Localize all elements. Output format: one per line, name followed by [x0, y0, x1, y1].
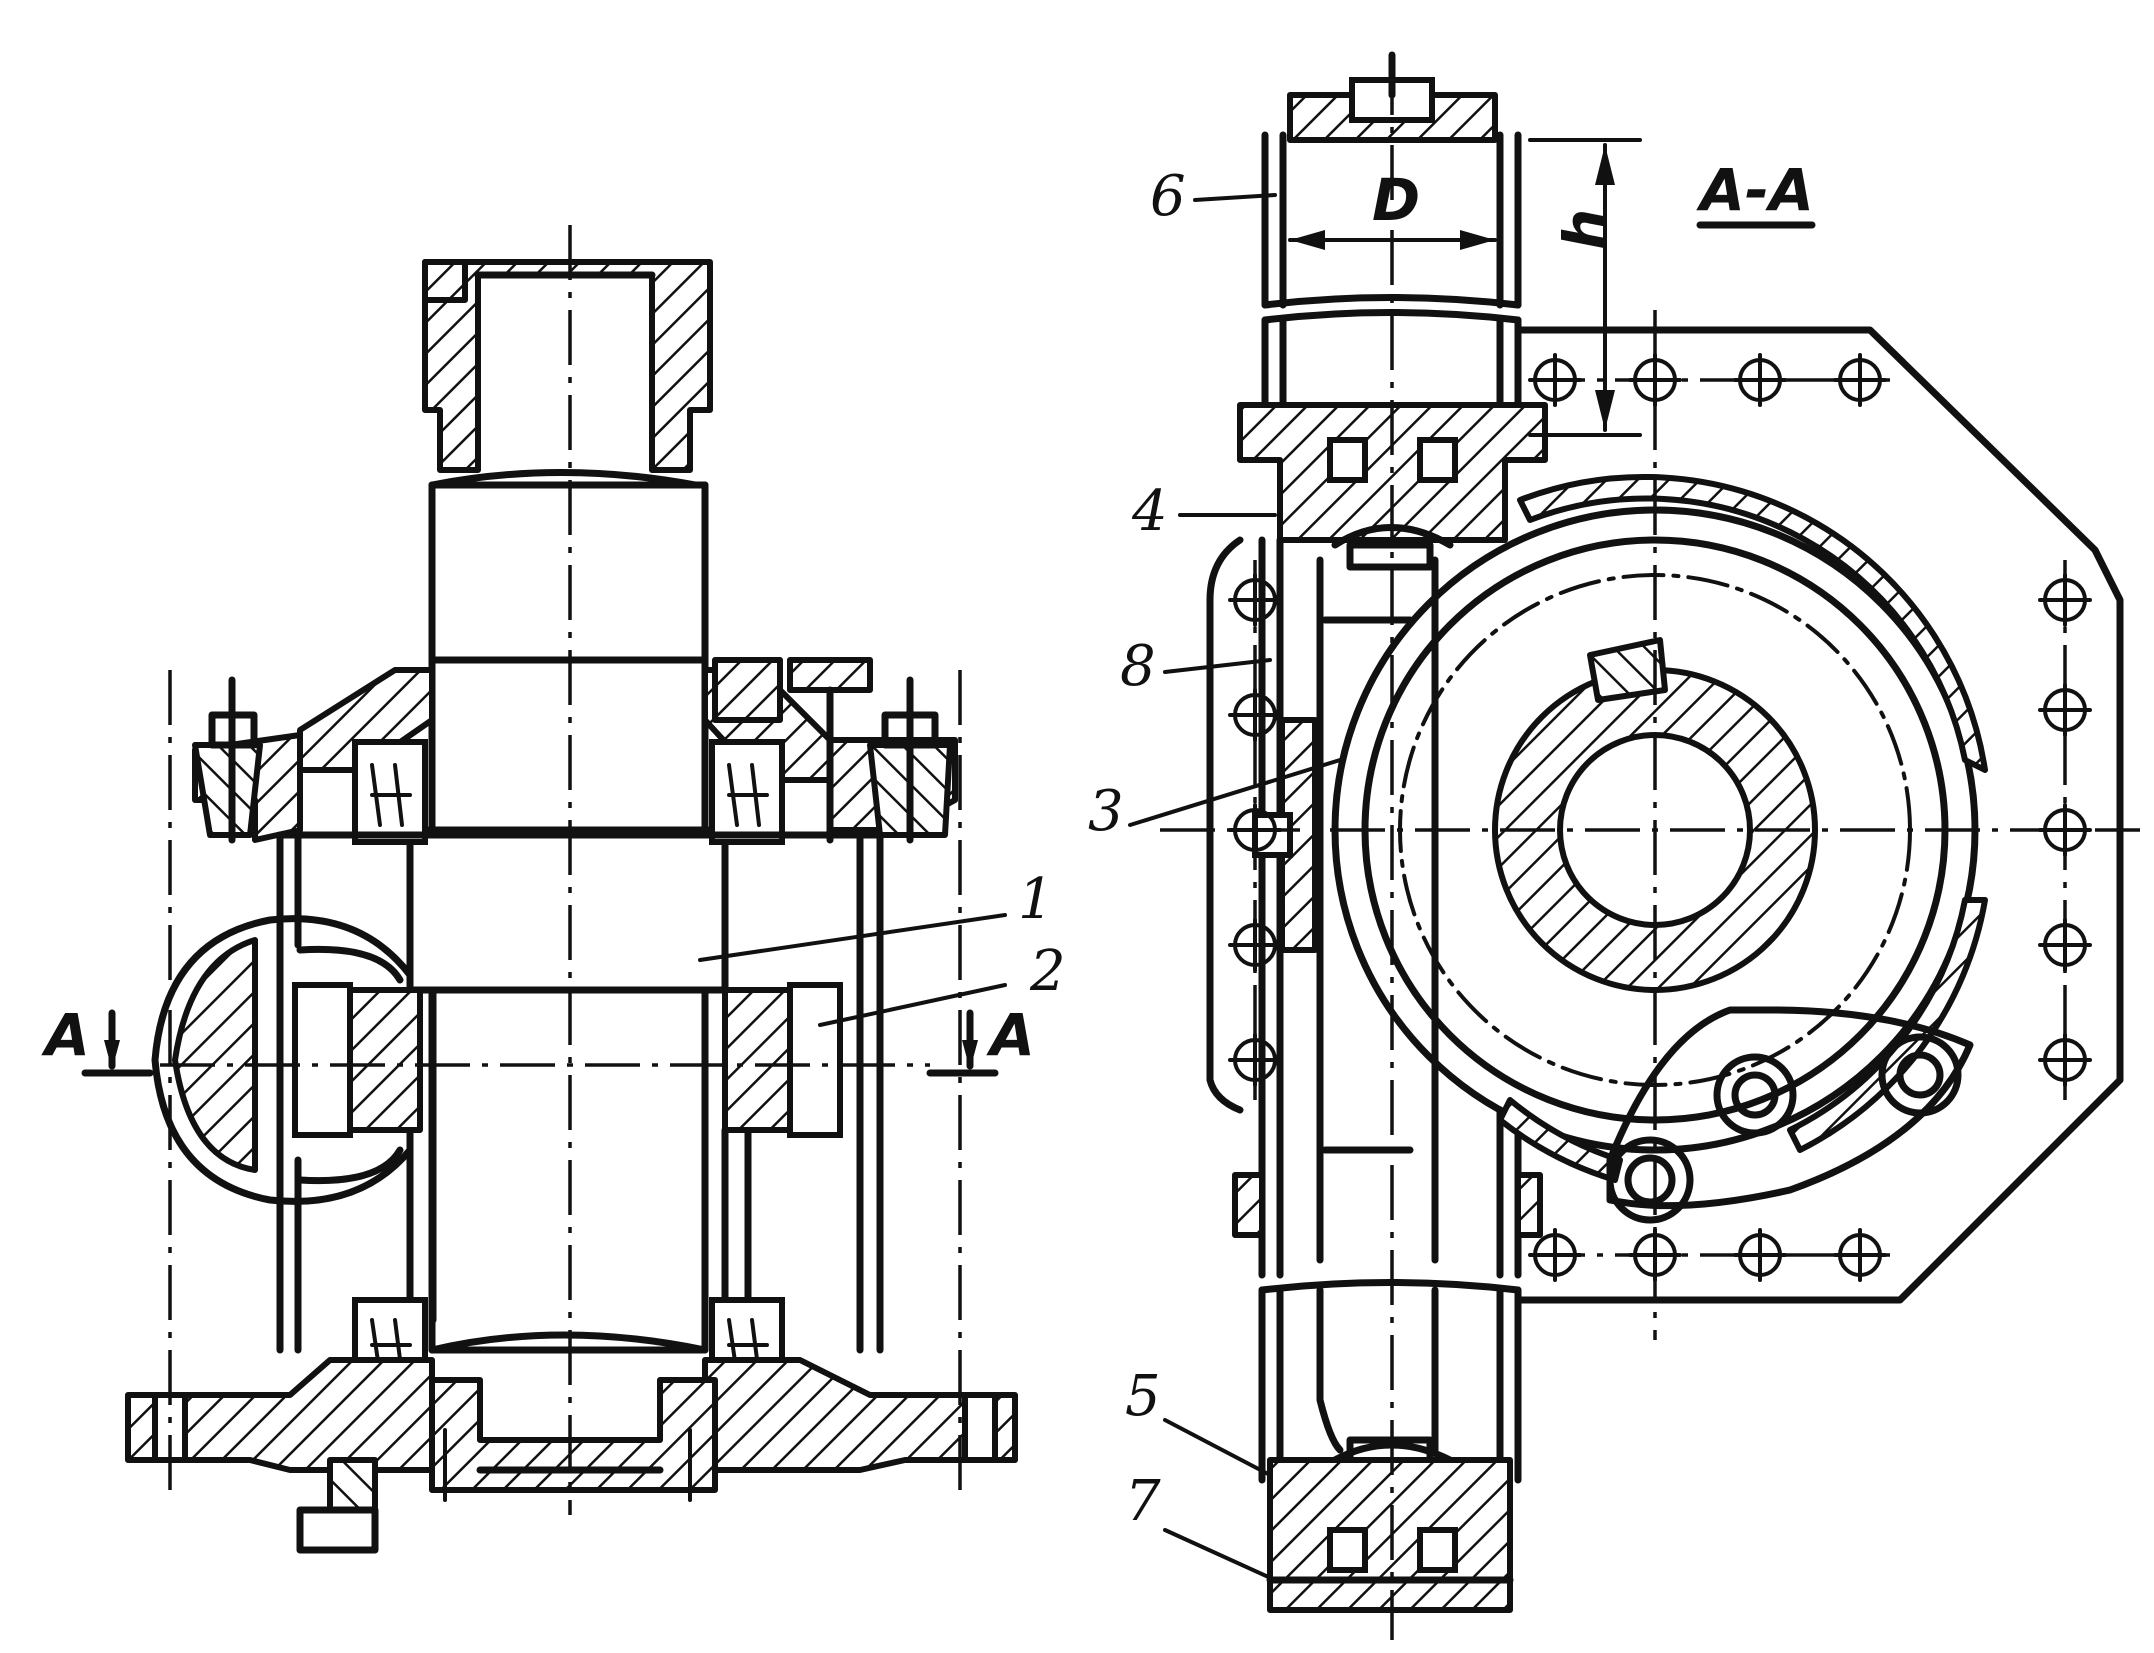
label-3: 3: [1088, 779, 1124, 844]
cross-section-view: [1128, 51, 2140, 1640]
labels: 1 2 3 4 5 6 7 8 A A A-A D h: [41, 156, 1814, 1534]
section-mark-left: A: [41, 1001, 90, 1069]
section-title: A-A: [1696, 156, 1814, 224]
section-mark-right: A: [986, 1001, 1035, 1069]
longitudinal-section-view: [81, 225, 1018, 1554]
dimension-h-label: h: [1551, 209, 1619, 250]
label-6: 6: [1150, 164, 1186, 229]
label-2: 2: [1029, 939, 1066, 1004]
label-8: 8: [1120, 634, 1156, 699]
label-1: 1: [1018, 867, 1054, 932]
label-5: 5: [1125, 1364, 1161, 1429]
dimension-d-label: D: [1372, 166, 1420, 234]
label-7: 7: [1125, 1469, 1161, 1534]
label-4: 4: [1131, 479, 1168, 544]
